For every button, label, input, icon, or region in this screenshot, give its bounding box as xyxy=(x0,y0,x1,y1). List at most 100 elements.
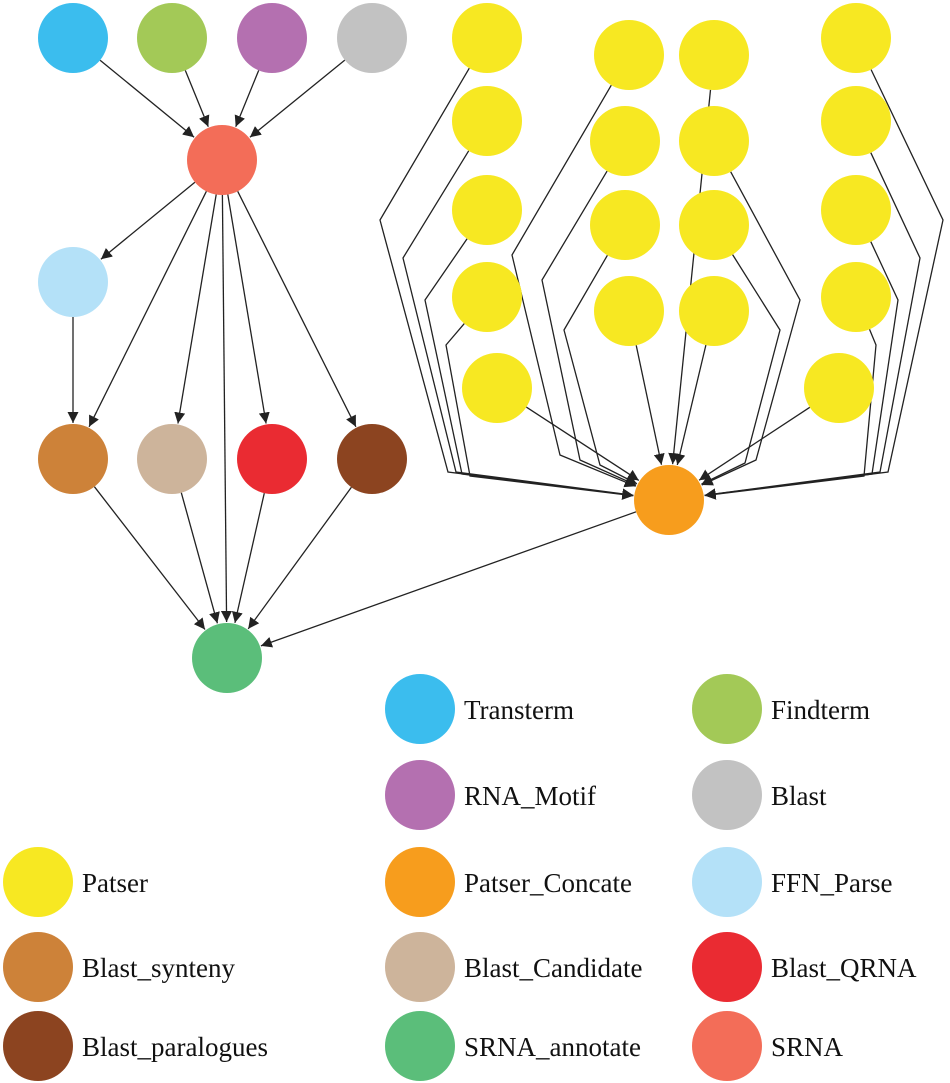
legend-label-blast: Blast xyxy=(771,781,827,811)
legend-swatch-blast-synteny xyxy=(3,932,73,1002)
edge-patser-5-to-patser-concate xyxy=(525,406,640,481)
edge-patser-2-to-patser-concate xyxy=(402,150,634,500)
node-findterm xyxy=(137,3,207,73)
edge-srna-to-ffn-parse xyxy=(100,181,196,260)
legend-label-blast-paralogues: Blast_paralogues xyxy=(82,1032,268,1062)
legend-label-blast-qrna: Blast_QRNA xyxy=(771,953,917,983)
legend-label-findterm: Findterm xyxy=(771,695,870,725)
edge-rna-motif-to-srna xyxy=(234,70,260,127)
node-blast-qrna xyxy=(237,424,307,494)
node-patser-14 xyxy=(821,3,891,73)
legend-swatch-patser xyxy=(3,847,73,917)
node-patser-3 xyxy=(452,175,522,245)
legend-label-blast-candidate: Blast_Candidate xyxy=(464,953,642,983)
edge-patser-9-to-patser-concate xyxy=(635,345,665,465)
edge-transterm-to-srna xyxy=(99,59,195,138)
node-patser-10 xyxy=(679,20,749,90)
edge-patser-concate-to-srna-annotate xyxy=(260,511,637,648)
node-patser-11 xyxy=(679,106,749,176)
edge-patser-18-to-patser-concate xyxy=(698,406,811,481)
legend-item-blast-paralogues: Blast_paralogues xyxy=(3,1011,268,1081)
legend-label-patser-concate: Patser_Concate xyxy=(464,868,632,898)
legend-label-transterm: Transterm xyxy=(464,695,574,725)
node-patser-13 xyxy=(679,276,749,346)
edge-patser-4-to-patser-concate xyxy=(445,323,634,500)
edge-layer xyxy=(67,59,944,648)
legend-item-blast-candidate: Blast_Candidate xyxy=(385,932,642,1002)
legend-swatch-ffn-parse xyxy=(692,847,762,917)
edge-blast-synteny-to-srna-annotate xyxy=(93,486,206,630)
edge-blast-to-srna xyxy=(249,59,346,138)
edge-patser-8-to-patser-concate xyxy=(563,254,638,485)
legend-label-ffn-parse: FFN_Parse xyxy=(771,868,893,898)
node-patser-9 xyxy=(594,276,664,346)
node-patser-6 xyxy=(594,20,664,90)
node-blast-candidate xyxy=(137,424,207,494)
legend-swatch-transterm xyxy=(385,674,455,744)
legend-item-transterm: Transterm xyxy=(385,674,574,744)
node-patser-12 xyxy=(679,190,749,260)
legend-swatch-blast-candidate xyxy=(385,932,455,1002)
node-patser-8 xyxy=(590,190,660,260)
node-patser-16 xyxy=(821,175,891,245)
legend-label-patser: Patser xyxy=(82,868,148,898)
node-srna xyxy=(187,125,257,195)
edge-blast-candidate-to-srna-annotate xyxy=(180,492,220,624)
edge-patser-17-to-patser-concate xyxy=(704,329,877,500)
legend-swatch-findterm xyxy=(692,674,762,744)
node-blast-paralogues xyxy=(337,424,407,494)
legend-item-srna-annotate: SRNA_annotate xyxy=(385,1011,641,1081)
legend-item-blast-qrna: Blast_QRNA xyxy=(692,932,917,1002)
legend-item-blast-synteny: Blast_synteny xyxy=(3,932,235,1002)
legend-label-blast-synteny: Blast_synteny xyxy=(82,953,235,983)
legend-label-rna-motif: RNA_Motif xyxy=(464,781,596,811)
legend: Transterm Findterm RNA_Motif Blast Patse… xyxy=(3,674,917,1081)
legend-item-rna-motif: RNA_Motif xyxy=(385,760,596,830)
node-patser-7 xyxy=(590,106,660,176)
edge-findterm-to-srna xyxy=(184,70,210,127)
node-layer xyxy=(38,3,891,693)
node-patser-17 xyxy=(821,262,891,332)
node-patser-1 xyxy=(452,3,522,73)
legend-item-ffn-parse: FFN_Parse xyxy=(692,847,893,917)
node-patser-concate xyxy=(634,465,704,535)
legend-swatch-srna-annotate xyxy=(385,1011,455,1081)
edge-patser-6-to-patser-concate xyxy=(511,84,636,488)
legend-swatch-blast xyxy=(692,760,762,830)
node-patser-15 xyxy=(821,86,891,156)
edge-patser-7-to-patser-concate xyxy=(541,170,637,486)
legend-item-findterm: Findterm xyxy=(692,674,870,744)
node-patser-2 xyxy=(452,86,522,156)
edge-srna-to-srna-annotate xyxy=(220,194,232,623)
legend-swatch-rna-motif xyxy=(385,760,455,830)
legend-swatch-blast-qrna xyxy=(692,932,762,1002)
legend-label-srna-annotate: SRNA_annotate xyxy=(464,1032,641,1062)
node-blast-synteny xyxy=(38,424,108,494)
edge-patser-12-to-patser-concate xyxy=(701,254,781,485)
legend-swatch-blast-paralogues xyxy=(3,1011,73,1081)
node-rna-motif xyxy=(237,3,307,73)
legend-item-patser: Patser xyxy=(3,847,148,917)
edge-srna-to-blast-paralogues xyxy=(237,191,357,428)
node-transterm xyxy=(38,3,108,73)
legend-item-patser-concate: Patser_Concate xyxy=(385,847,632,917)
edge-blast-qrna-to-srna-annotate xyxy=(231,492,265,624)
edge-srna-to-blast-synteny xyxy=(88,191,207,428)
legend-item-srna: SRNA xyxy=(692,1011,844,1081)
legend-item-blast: Blast xyxy=(692,760,827,830)
legend-label-srna: SRNA xyxy=(771,1032,844,1062)
node-srna-annotate xyxy=(192,623,262,693)
node-patser-5 xyxy=(462,353,532,423)
node-patser-18 xyxy=(804,353,874,423)
edge-srna-to-blast-candidate xyxy=(174,194,217,424)
node-blast xyxy=(337,3,407,73)
node-ffn-parse xyxy=(38,247,108,317)
legend-swatch-patser-concate xyxy=(385,847,455,917)
edge-patser-13-to-patser-concate xyxy=(674,344,707,466)
edge-blast-paralogues-to-srna-annotate xyxy=(247,486,352,630)
node-patser-4 xyxy=(452,262,522,332)
edge-patser-11-to-patser-concate xyxy=(701,171,801,486)
edge-srna-to-blast-qrna xyxy=(227,194,270,424)
legend-swatch-srna xyxy=(692,1011,762,1081)
